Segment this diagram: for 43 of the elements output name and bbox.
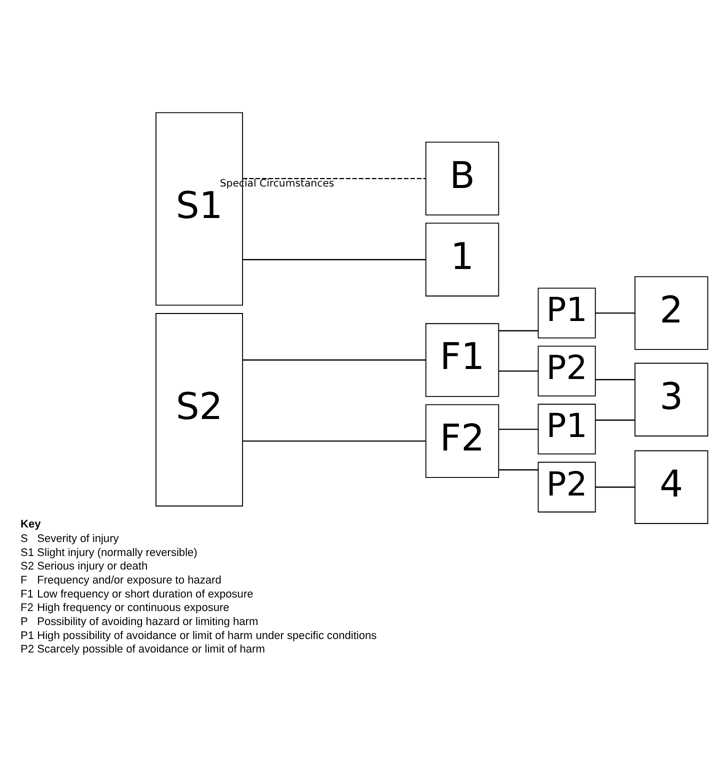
node-box: F1 [425, 323, 500, 397]
label: S2 [20, 560, 34, 573]
label: Severity of injury [37, 533, 119, 546]
node-box: 3 [634, 362, 708, 436]
label: F1 [20, 588, 34, 600]
connector [595, 312, 635, 314]
node-box: 4 [634, 450, 708, 524]
label: Serious injury or death [37, 560, 148, 573]
connector [498, 469, 538, 470]
label: S [20, 533, 28, 546]
connector [595, 486, 635, 488]
connector [498, 428, 538, 430]
node-box: 2 [634, 276, 708, 350]
label: F [20, 574, 28, 586]
connector [498, 330, 538, 332]
connector [595, 378, 635, 380]
label: Possibility of avoiding hazard or limiting harm [37, 616, 258, 628]
label: High possibility of avoidance or limit of harm under specific conditions [37, 630, 377, 642]
label: P1 [20, 630, 34, 642]
connector [242, 440, 426, 442]
connector [595, 420, 635, 421]
connector [242, 259, 426, 260]
label: Low frequency or short duration of exposure [37, 588, 254, 600]
label: F2 [20, 602, 34, 614]
node-box: P2 [538, 346, 596, 396]
label: Slight injury (normally reversible) [37, 546, 198, 559]
connector [242, 359, 426, 361]
node-box: P1 [538, 404, 596, 454]
label: P2 [20, 644, 34, 656]
connector [498, 370, 538, 372]
node-box: P2 [538, 462, 596, 512]
label: Scarcely possible of avoidance or limit of harm [37, 644, 265, 656]
label: Frequency and/or exposure to hazard [37, 574, 222, 586]
label: High frequency or continuous exposure [37, 602, 230, 614]
node-box: B [425, 142, 500, 216]
label: P [20, 616, 28, 628]
label: Key [20, 518, 41, 530]
node-box: S2 [156, 313, 244, 506]
label: S1 [20, 546, 34, 559]
node-box: P1 [538, 288, 596, 338]
node-box: 1 [425, 222, 500, 296]
node-box: F2 [425, 404, 500, 478]
connector [242, 178, 426, 180]
